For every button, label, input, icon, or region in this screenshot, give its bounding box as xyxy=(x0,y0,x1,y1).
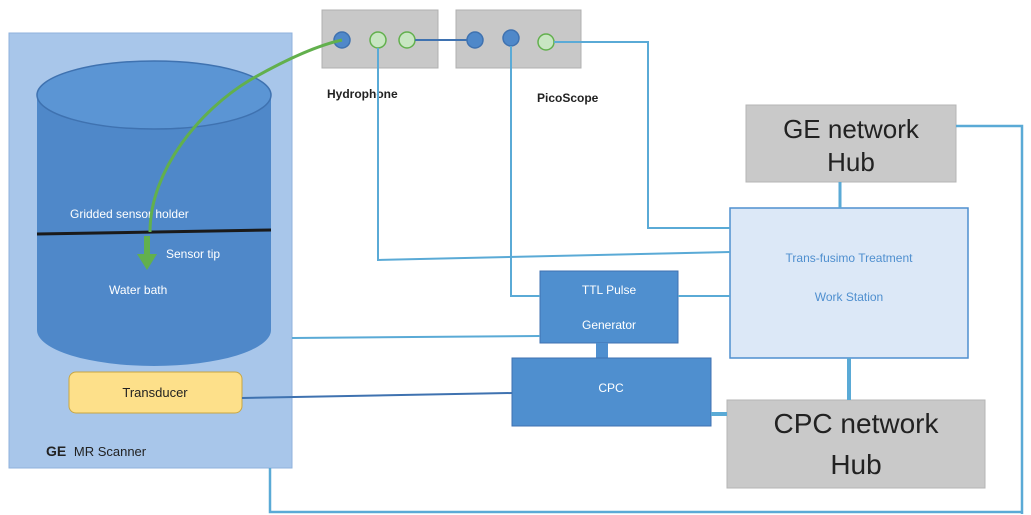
wire-scanner-bottom xyxy=(268,468,1022,514)
wire-picoscope-workstation xyxy=(554,41,730,229)
workstation-line1: Trans-fusimo Treatment xyxy=(786,251,914,265)
transducer-label: Transducer xyxy=(122,385,188,400)
cpc-network-hub-line1: CPC network xyxy=(774,408,940,439)
wire-scanner-ttl xyxy=(291,335,541,339)
mr-scanner-label: GE MR Scanner xyxy=(46,443,147,459)
picoscope-port-2 xyxy=(502,29,520,47)
ttl-generator-line1: TTL Pulse xyxy=(582,283,637,297)
ttl-generator-box xyxy=(539,270,679,344)
hydrophone-port-3 xyxy=(398,31,416,49)
ge-network-hub-box xyxy=(745,104,957,183)
ttl-cpc-connector xyxy=(596,343,608,359)
wire-transducer-cpc xyxy=(241,392,513,399)
picoscope-label: PicoScope xyxy=(537,91,599,105)
mr-scanner-text: MR Scanner xyxy=(74,444,147,459)
mr-scanner-brand: GE xyxy=(46,443,66,459)
cpc-network-hub-line2: Hub xyxy=(830,449,881,480)
water-bath-label: Water bath xyxy=(109,283,167,297)
workstation-line2: Work Station xyxy=(815,290,883,304)
holder-label: Gridded sensor holder xyxy=(70,207,189,221)
wire-picoscope-ttl xyxy=(510,46,540,297)
ge-network-hub-line1: GE network xyxy=(783,114,920,144)
sensor-tip-label: Sensor tip xyxy=(166,247,220,261)
cpc-box xyxy=(511,357,712,427)
workstation-box xyxy=(729,207,969,359)
sensor-holder-line xyxy=(36,228,272,236)
picoscope-port-3 xyxy=(537,33,555,51)
hydrophone-port-2 xyxy=(369,31,387,49)
picoscope-port-1 xyxy=(466,31,484,49)
ttl-generator-line2: Generator xyxy=(582,318,636,332)
wire-gehub-right xyxy=(956,124,1024,514)
transducer-box xyxy=(68,371,243,414)
ge-network-hub-line2: Hub xyxy=(827,147,875,177)
cpc-label: CPC xyxy=(598,381,624,395)
cpc-network-hub-box xyxy=(726,399,986,489)
sensor-tip-arrow xyxy=(137,236,157,270)
hydrophone-label: Hydrophone xyxy=(327,87,398,101)
wire-hydrophone-workstation xyxy=(377,48,731,262)
wires xyxy=(241,41,1024,514)
hydrophone-cable xyxy=(148,38,343,233)
